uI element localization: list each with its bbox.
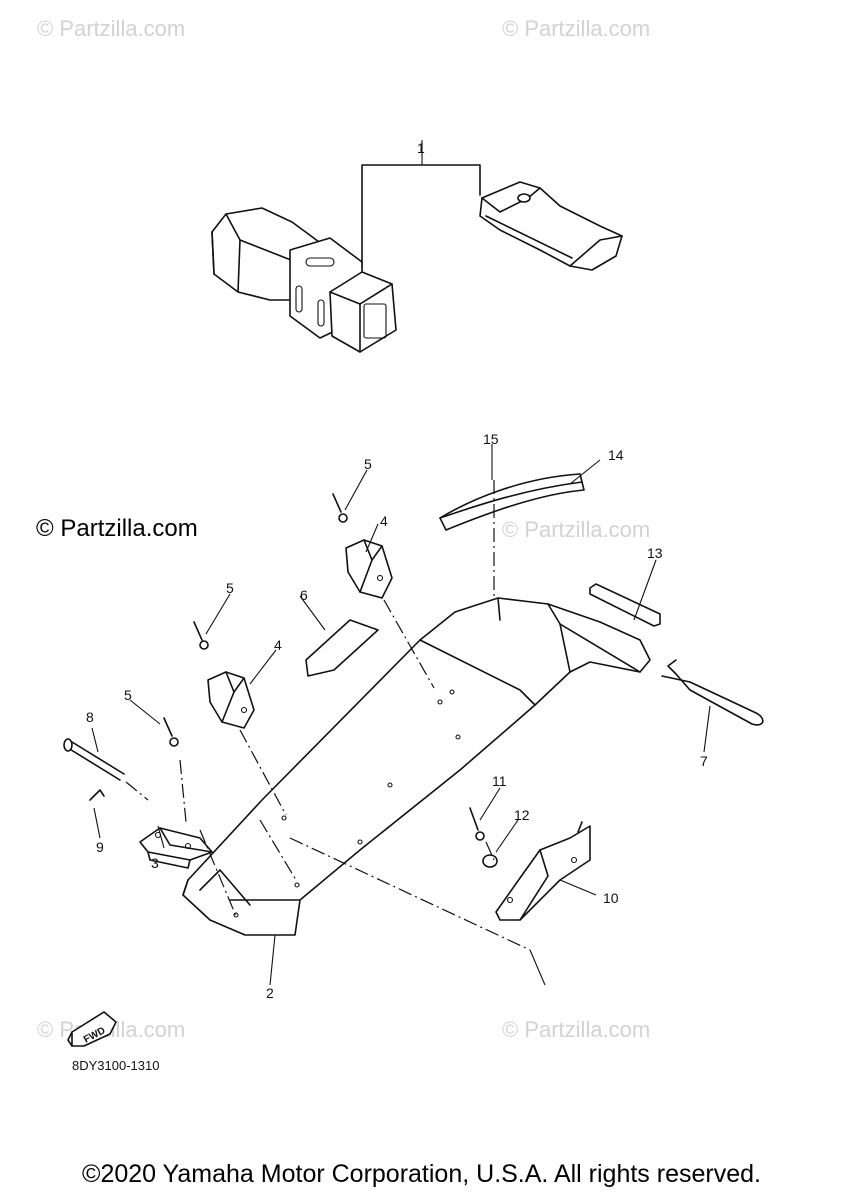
label-plate (305, 619, 379, 677)
stay-bar (589, 583, 661, 627)
hook-rod (661, 659, 764, 726)
callout-6: 6 (300, 587, 308, 603)
holder-bracket (495, 821, 591, 921)
diagram-code: 8DY3100-1310 (72, 1058, 160, 1073)
reference-lines (125, 480, 531, 951)
watermark-mid-right: © Partzilla.com (502, 517, 651, 542)
clip-upper (345, 539, 393, 599)
cotter-pin (89, 789, 105, 801)
callout-4a: 4 (380, 513, 388, 529)
callout-8: 8 (86, 709, 94, 725)
decal (439, 473, 585, 531)
callout-7: 7 (700, 753, 708, 769)
fwd-arrow-icon: FWD (67, 1011, 117, 1047)
callout-3: 3 (151, 855, 159, 871)
callout-2: 2 (266, 985, 274, 1001)
rear-fender (182, 597, 651, 936)
callout-5c: 5 (124, 687, 132, 703)
pin (63, 738, 125, 781)
callout-11: 11 (492, 773, 507, 789)
callouts: 1 2 3 4 4 5 5 5 6 7 8 9 10 11 12 13 14 1… (86, 140, 708, 1001)
rivet-lower (163, 717, 179, 747)
callout-13: 13 (647, 545, 663, 561)
callout-1: 1 (417, 140, 425, 156)
leader-lines (91, 140, 711, 986)
screw-11 (469, 807, 485, 841)
callout-5a: 5 (364, 456, 372, 472)
callout-10: 10 (603, 890, 619, 906)
watermark-top-right: © Partzilla.com (502, 16, 651, 41)
callout-12: 12 (514, 807, 530, 823)
callout-15: 15 (483, 431, 499, 447)
rivet-upper (332, 493, 348, 523)
callout-14: 14 (608, 447, 624, 463)
callout-5b: 5 (226, 580, 234, 596)
callout-9: 9 (96, 839, 104, 855)
callout-4b: 4 (274, 637, 282, 653)
nut-12 (482, 854, 498, 868)
rivet-middle (193, 621, 209, 650)
watermark-top-left: © Partzilla.com (37, 16, 186, 41)
copyright: ©2020 Yamaha Motor Corporation, U.S.A. A… (82, 1160, 761, 1188)
clip-lower (207, 671, 255, 729)
hinge-bracket (139, 827, 213, 869)
tool-kit (211, 164, 623, 353)
watermark-main: © Partzilla.com (36, 515, 198, 542)
watermark-bottom-right: © Partzilla.com (502, 1017, 651, 1042)
